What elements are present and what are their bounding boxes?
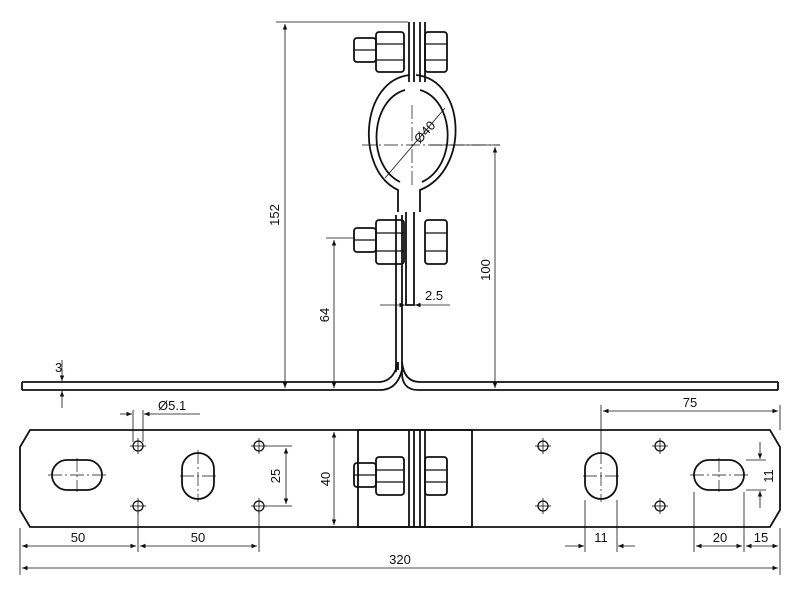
base-plate	[19, 429, 781, 528]
side-dimensions	[59, 21, 500, 408]
dim-100: 100	[478, 259, 493, 281]
dim-25: 25	[268, 469, 283, 483]
pipe-clamp	[368, 74, 457, 212]
dim-hole-dia: Ø5.1	[158, 398, 186, 413]
dim-40: 40	[318, 472, 333, 486]
dim-11-slot-width: 11	[594, 530, 608, 545]
side-view	[21, 22, 779, 391]
dim-11-slot-length: 11	[761, 469, 776, 483]
dim-64: 64	[317, 308, 332, 322]
dim-2-5: 2.5	[425, 288, 443, 303]
dim-20: 20	[713, 530, 727, 545]
dim-152: 152	[267, 204, 282, 226]
plan-dimensions	[19, 405, 781, 575]
dim-50-mid: 50	[191, 530, 205, 545]
base-bar	[22, 361, 403, 391]
lower-bolt	[353, 219, 448, 265]
plan-view	[19, 429, 781, 528]
upper-bolt	[353, 31, 448, 73]
dim-320: 320	[389, 552, 411, 567]
dim-75: 75	[683, 395, 697, 410]
dim-50-left: 50	[71, 530, 85, 545]
dim-3: 3	[55, 360, 62, 375]
holes	[130, 438, 668, 514]
dim-15: 15	[754, 530, 768, 545]
dim-pipe-dia: Ø40	[411, 118, 439, 146]
